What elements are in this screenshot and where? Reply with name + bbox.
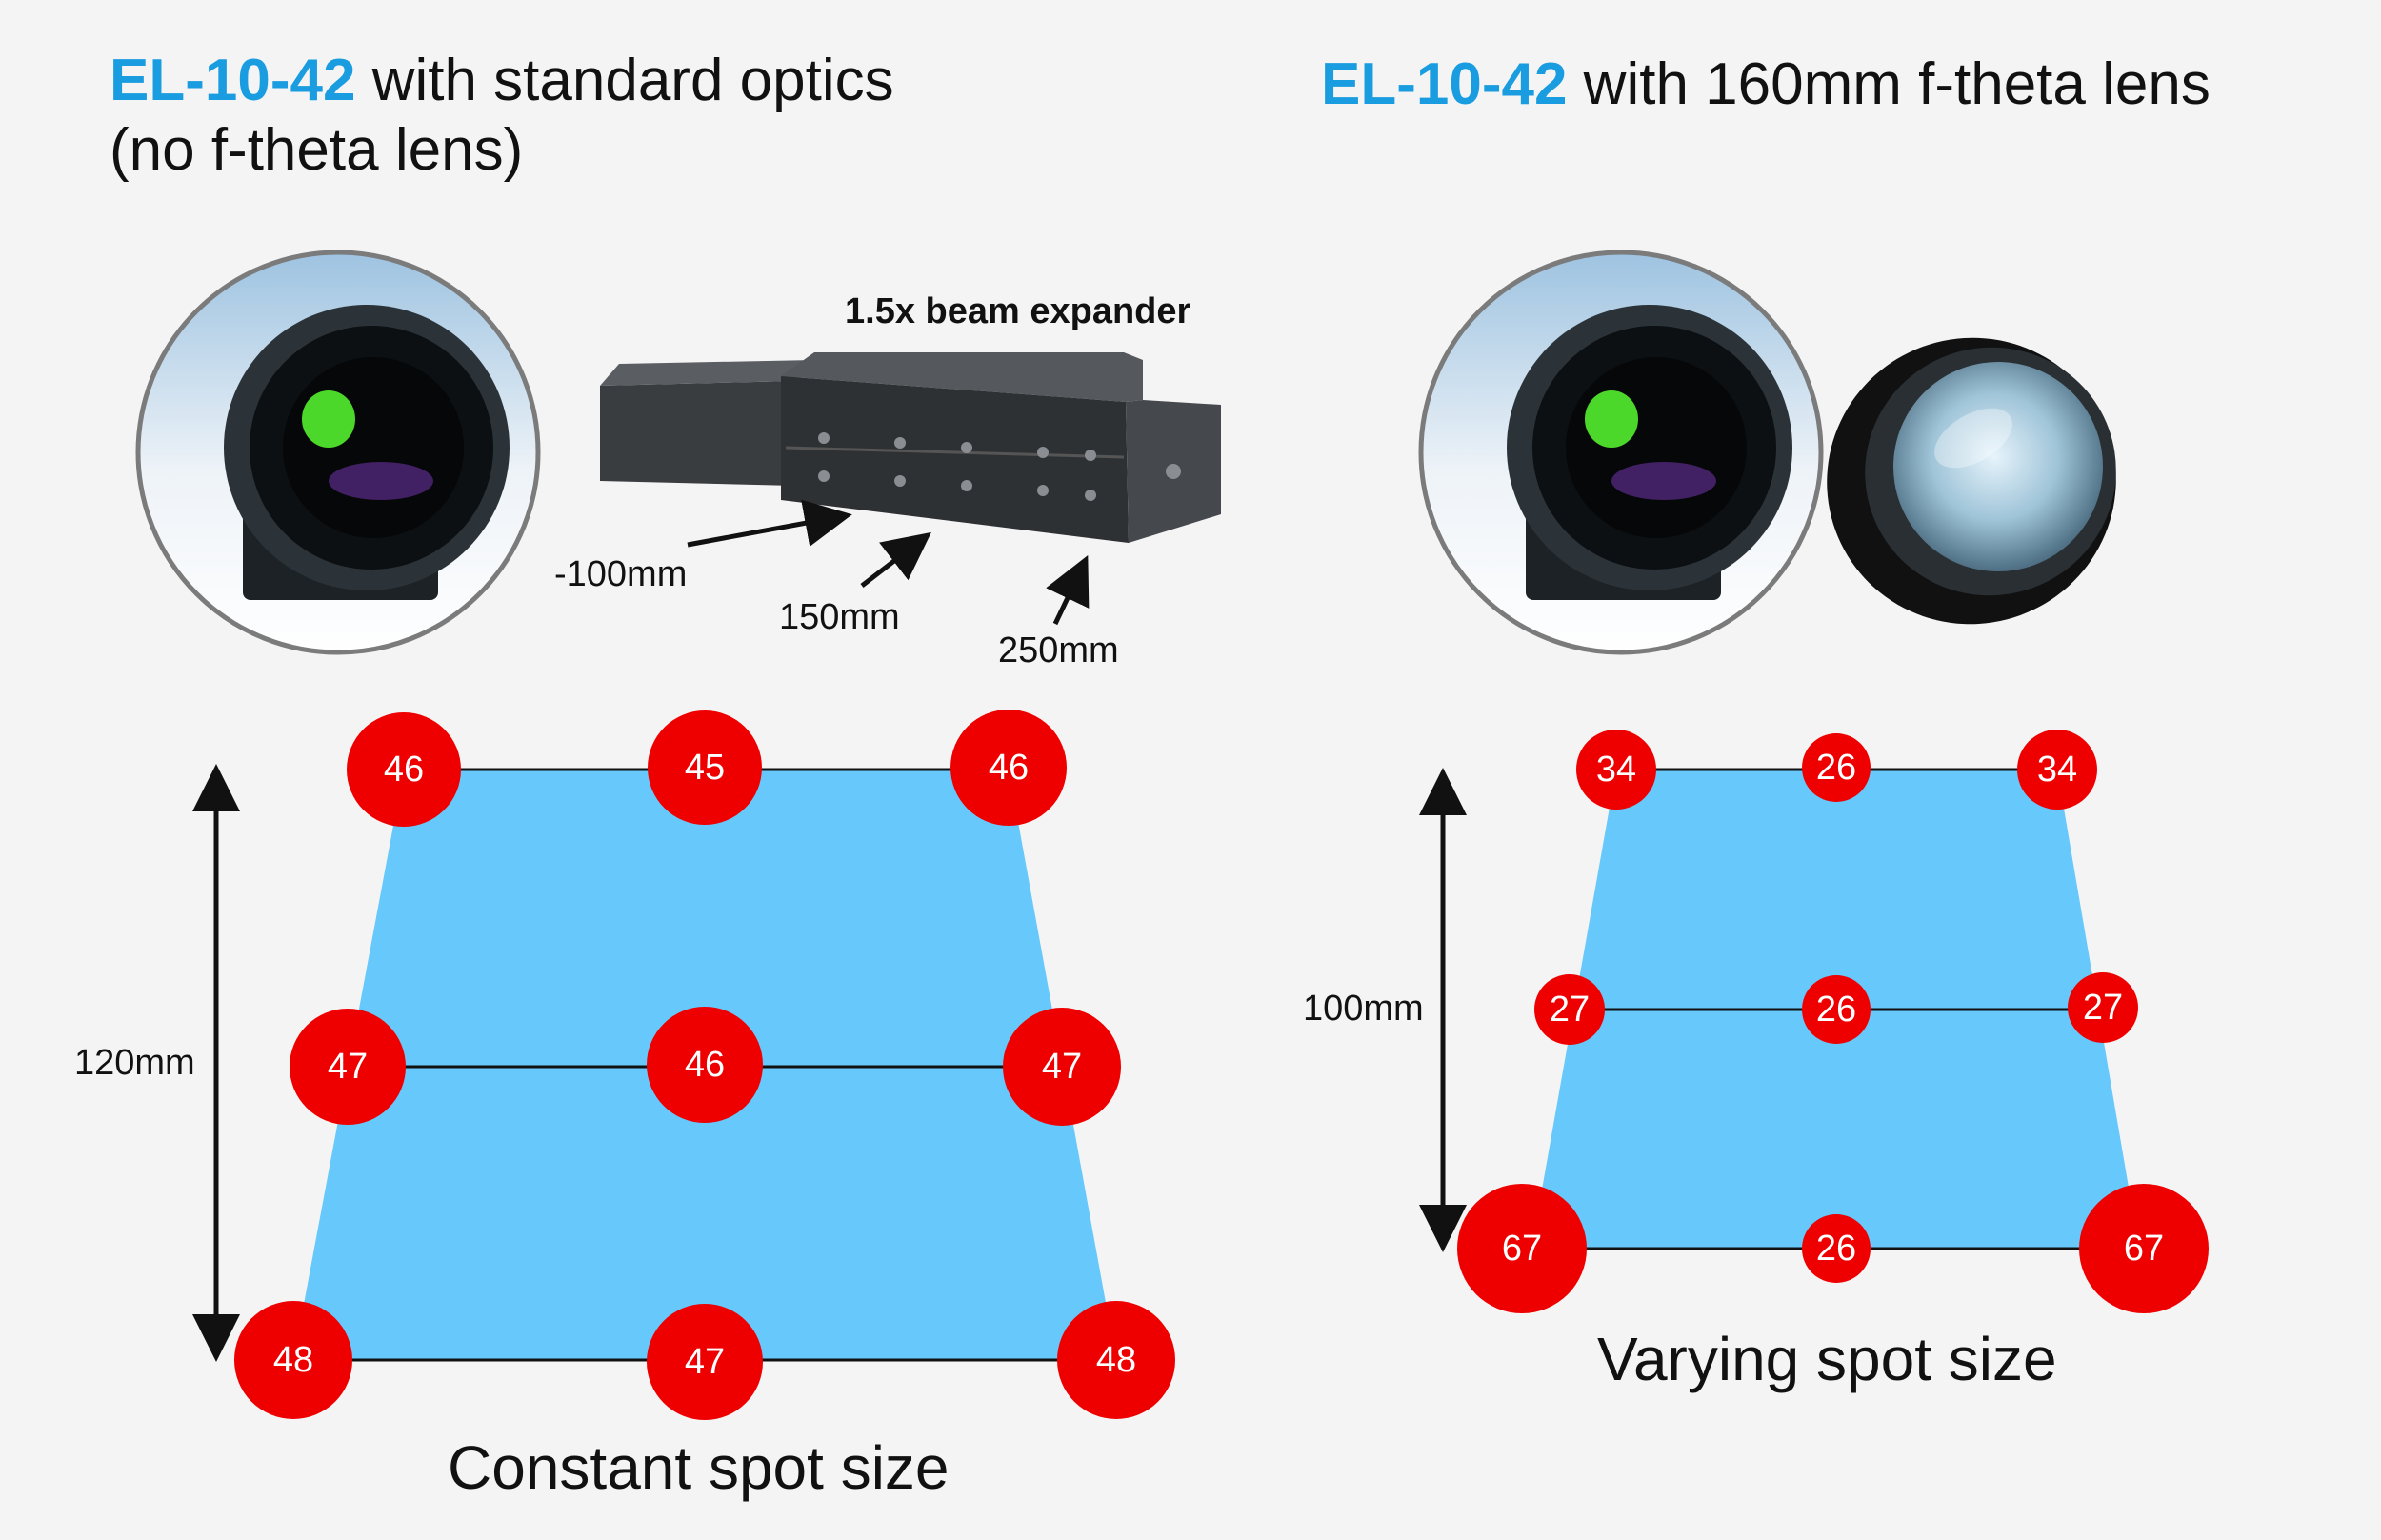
spot-right-0-0	[1576, 730, 1656, 810]
spot-value-right-0-0: 34	[1596, 750, 1636, 790]
title-left-line1: EL-10-42 with standard optics	[110, 46, 894, 115]
title-right: EL-10-42 with 160mm f-theta lens	[1321, 50, 2211, 119]
spot-right-1-2	[2068, 972, 2138, 1043]
spot-left-0-2	[950, 710, 1067, 826]
title-left: EL-10-42 with standard optics (no f-thet…	[110, 46, 894, 185]
spot-right-2-2	[2079, 1184, 2209, 1313]
spot-right-1-1	[1802, 975, 1871, 1044]
spot-value-left-2-1: 47	[685, 1342, 725, 1382]
focus-label-250: 250mm	[998, 630, 1119, 670]
beam-expander-icon	[600, 352, 1221, 543]
spot-value-right-0-1: 26	[1816, 748, 1856, 788]
spot-left-1-1	[647, 1007, 763, 1123]
spot-right-1-0	[1534, 974, 1605, 1045]
lens-camera-icon	[135, 250, 541, 655]
spot-value-right-1-1: 26	[1816, 990, 1856, 1030]
spot-value-right-1-2: 27	[2083, 988, 2123, 1028]
spot-value-right-2-2: 67	[2124, 1229, 2164, 1269]
spot-value-left-2-2: 48	[1096, 1340, 1136, 1380]
spot-right-2-0	[1457, 1184, 1587, 1313]
lens-camera-icon-right	[1418, 250, 1824, 655]
spot-group-left: 46 45 46 47 46 47 48 47 48	[234, 710, 1175, 1420]
focus-label-minus-100: -100mm	[554, 554, 688, 594]
beam-expander-label: 1.5x beam expander	[845, 291, 1191, 331]
spot-left-2-1	[647, 1304, 763, 1420]
spot-left-1-0	[290, 1009, 406, 1125]
spot-value-left-1-1: 46	[685, 1045, 725, 1085]
spot-value-left-2-0: 48	[273, 1340, 313, 1380]
spot-right-2-1	[1802, 1214, 1871, 1283]
spot-left-0-1	[648, 710, 762, 825]
spot-value-left-0-0: 46	[384, 750, 424, 790]
spot-value-right-1-0: 27	[1550, 990, 1590, 1030]
focus-arrows	[687, 499, 1090, 626]
spot-value-left-1-2: 47	[1042, 1047, 1082, 1087]
brand-left: EL-10-42	[110, 48, 356, 113]
title-left-rest: with standard optics	[355, 48, 894, 113]
spot-left-0-0	[347, 712, 461, 827]
spot-left-2-0	[234, 1301, 352, 1419]
dimension-label-right: 100mm	[1303, 989, 1424, 1029]
spot-right-0-2	[2017, 730, 2097, 810]
title-left-line2: (no f-theta lens)	[110, 117, 524, 184]
spot-left-1-2	[1003, 1008, 1121, 1126]
spot-right-0-1	[1802, 733, 1871, 802]
brand-right: EL-10-42	[1321, 51, 1568, 117]
spot-value-right-2-0: 67	[1502, 1229, 1542, 1269]
f-theta-lens-icon	[1827, 337, 2116, 625]
spot-group-right: 34 26 34 27 26 27 67 26 67	[1457, 730, 2209, 1313]
spot-value-left-1-0: 47	[328, 1047, 368, 1087]
title-right-rest: with 160mm f-theta lens	[1567, 51, 2211, 117]
spot-value-right-2-1: 26	[1816, 1229, 1856, 1269]
spot-value-right-0-2: 34	[2037, 750, 2077, 790]
spot-value-left-0-2: 46	[989, 748, 1029, 788]
focus-label-150: 150mm	[779, 597, 900, 637]
caption-left: Constant spot size	[448, 1433, 950, 1502]
caption-right: Varying spot size	[1597, 1325, 2057, 1393]
dimension-label-left: 120mm	[74, 1043, 195, 1083]
spot-left-2-2	[1057, 1301, 1175, 1419]
spot-value-left-0-1: 45	[685, 748, 725, 788]
